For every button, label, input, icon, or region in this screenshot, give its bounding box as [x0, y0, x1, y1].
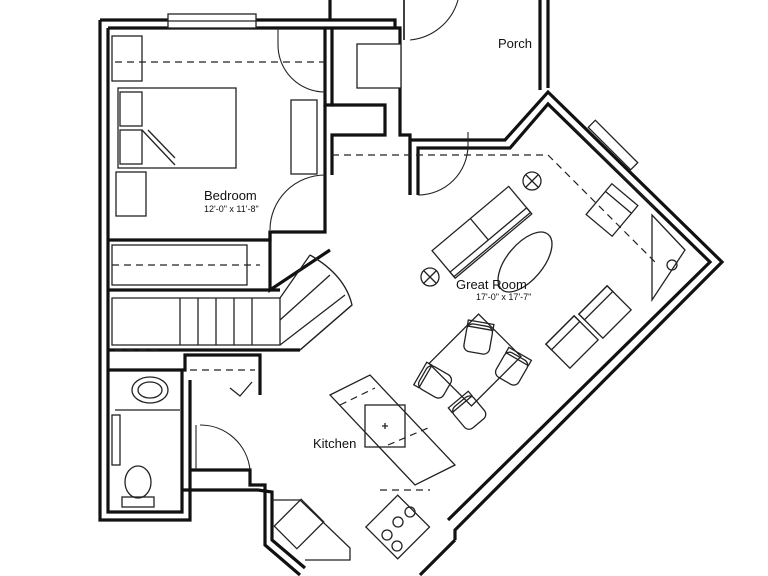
exterior-walls — [98, 0, 725, 576]
great-room-label: Great Room — [456, 277, 527, 292]
media-unit-icon — [585, 182, 639, 238]
range-icon — [364, 494, 431, 560]
wall-right-inner — [416, 101, 713, 522]
door-back-swing — [199, 424, 251, 471]
lamp-x-left — [423, 270, 437, 284]
doors — [195, 0, 469, 471]
kitchen-cabinet — [273, 498, 325, 550]
nightstand — [115, 171, 147, 217]
island-dash-mid — [387, 427, 429, 446]
window-right — [587, 119, 639, 171]
burner-1 — [381, 529, 393, 541]
kitchen-sink — [364, 404, 406, 448]
pillow-right-icon — [119, 129, 143, 165]
fireplace-icon — [651, 213, 686, 303]
stair-winders — [279, 254, 353, 351]
closet-box — [356, 43, 402, 89]
wall-bedroom-right-a — [323, 28, 334, 107]
wall-right-outer — [408, 89, 725, 540]
porch-label: Porch — [498, 36, 532, 51]
bedroom-desk — [290, 99, 318, 175]
dresser — [111, 35, 143, 82]
burner-2 — [392, 516, 404, 528]
sofa-icon — [431, 185, 533, 280]
door-porch-swing — [409, 0, 459, 41]
wall-bedroom-bottom-inner — [268, 232, 331, 293]
armchair-icon-1 — [577, 284, 633, 340]
wall-left-outer — [98, 20, 192, 522]
fireplace-grate — [666, 259, 678, 271]
burner-4 — [391, 540, 403, 552]
dining-chairs — [412, 319, 533, 430]
lamp-icon-top — [522, 171, 542, 191]
wall-kitchen-bottom — [418, 538, 457, 576]
kitchen-counter-left — [272, 499, 351, 561]
closet-mark — [229, 381, 253, 397]
window-right-line — [569, 123, 656, 209]
stair-outline — [111, 297, 281, 346]
stair-curve — [299, 254, 353, 351]
lamp-x-top — [525, 174, 539, 188]
island-dash-top — [339, 387, 376, 406]
door-bedroom-swing — [269, 174, 326, 231]
storage-cabinet — [111, 244, 248, 286]
bedroom-label: Bedroom — [204, 188, 257, 203]
wall-bottom-outer — [190, 468, 302, 576]
kitchen-label: Kitchen — [313, 436, 356, 451]
bath-fixtures — [111, 376, 169, 508]
burner-3 — [404, 506, 416, 518]
great-room-furniture — [412, 171, 686, 430]
wall-top-outer-right — [330, 18, 397, 28]
sink-icon — [131, 376, 169, 404]
door-entry-swing — [417, 144, 469, 196]
toilet-icon — [124, 465, 152, 499]
room-labels: Porch Bedroom 12'-0" x 11'-8" Great Room… — [204, 36, 532, 451]
bedroom-furniture — [111, 35, 318, 286]
wall-bottom-inner — [182, 488, 307, 570]
pillow-left-icon — [119, 91, 143, 127]
wall-left-inner — [106, 28, 184, 514]
sink-basin — [137, 381, 163, 399]
overhead-lines — [112, 61, 656, 371]
bedroom-dimensions: 12'-0" x 11'-8" — [204, 204, 259, 214]
dash-great-room — [332, 154, 656, 263]
coffee-table — [497, 231, 553, 293]
stairs — [111, 254, 353, 351]
lamp-icon-left — [420, 267, 440, 287]
bed-turndown — [141, 129, 176, 166]
kitchen-island — [328, 374, 457, 486]
interior-walls — [108, 28, 402, 470]
door-bedroom-closet-swing — [277, 44, 326, 93]
great-room-dimensions: 17'-0" x 17'-7" — [476, 292, 531, 302]
bed-icon — [117, 87, 237, 169]
wall-bath-top — [108, 353, 262, 395]
wall-bedroom-right-c — [330, 103, 387, 175]
shower-bar — [111, 414, 121, 466]
toilet-tank — [121, 496, 155, 508]
faucet-icon — [382, 423, 388, 429]
armchair-icon-2 — [544, 314, 600, 370]
kitchen-fixtures — [272, 374, 457, 561]
